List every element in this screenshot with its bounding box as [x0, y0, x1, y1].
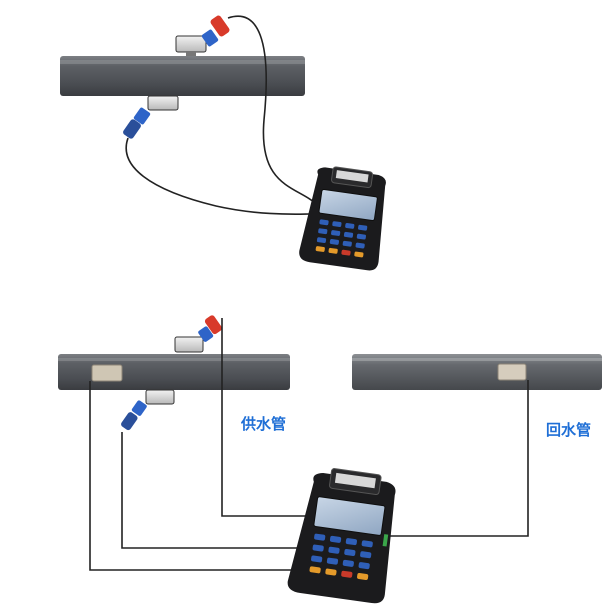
- return-temp-sensor: [497, 363, 527, 381]
- bottom-flowmeter: [287, 468, 396, 604]
- top-lower-transducer: [123, 95, 179, 139]
- supply-temp-sensor: [91, 364, 123, 382]
- top-cable-red: [227, 15, 319, 207]
- supply-lower-transducer: [121, 389, 175, 431]
- top-cable-blue: [125, 137, 311, 215]
- return-pipe-label: 回水管: [546, 421, 592, 439]
- top-pipe: [60, 56, 305, 96]
- return-pipe: [352, 354, 602, 390]
- supply-pipe-label: 供水管: [241, 415, 287, 433]
- top-flowmeter: [299, 166, 386, 271]
- supply-upper-transducer: [174, 315, 222, 353]
- bottom-cables: [89, 318, 529, 571]
- top-upper-transducer: [175, 15, 230, 56]
